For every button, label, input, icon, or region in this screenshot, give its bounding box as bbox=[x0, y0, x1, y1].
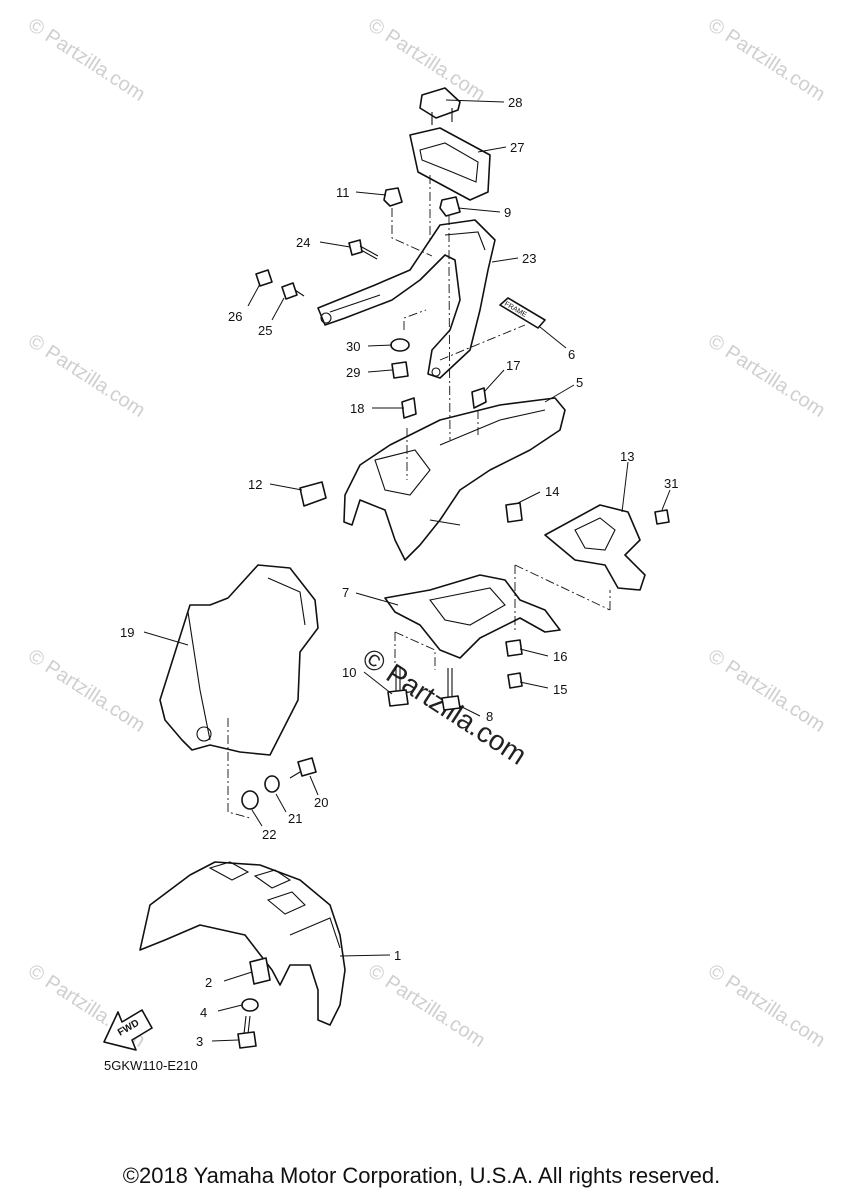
callout-2: 2 bbox=[205, 975, 212, 990]
part-11-nut bbox=[383, 187, 403, 207]
callout-13: 13 bbox=[620, 449, 634, 464]
callouts: 28 27 11 9 24 23 26 25 6 30 29 17 18 5 1… bbox=[120, 95, 678, 1049]
part-27-bracket-box bbox=[409, 127, 491, 201]
callout-7: 7 bbox=[342, 585, 349, 600]
part-21-washer bbox=[264, 775, 280, 793]
callout-5: 5 bbox=[576, 375, 583, 390]
callout-16: 16 bbox=[553, 649, 567, 664]
callout-27: 27 bbox=[510, 140, 524, 155]
callout-15: 15 bbox=[553, 682, 567, 697]
part-18-clip bbox=[401, 397, 417, 419]
part-29-nut bbox=[391, 361, 409, 379]
callout-11: 11 bbox=[336, 185, 350, 200]
part-22-collar bbox=[241, 790, 259, 810]
callout-12: 12 bbox=[248, 477, 262, 492]
part-5-rear-fender bbox=[343, 397, 566, 561]
callout-28: 28 bbox=[508, 95, 522, 110]
callout-30: 30 bbox=[346, 339, 360, 354]
leader-lines bbox=[143, 99, 671, 1042]
assembly-lines bbox=[227, 175, 611, 819]
callout-10: 10 bbox=[342, 665, 356, 680]
callout-9: 9 bbox=[504, 205, 511, 220]
part-10-bolt bbox=[387, 666, 409, 707]
part-28-bracket bbox=[419, 87, 461, 125]
part-23-grab-bar bbox=[317, 219, 496, 379]
part-13-flap bbox=[544, 504, 646, 591]
fwd-arrow-icon: FWD bbox=[103, 1009, 153, 1051]
callout-21: 21 bbox=[288, 811, 302, 826]
part-7-bracket bbox=[384, 574, 561, 659]
part-24-bolt bbox=[348, 239, 379, 260]
callout-25: 25 bbox=[258, 323, 272, 338]
part-15-bolt bbox=[507, 672, 523, 689]
callout-19: 19 bbox=[120, 625, 134, 640]
part-16-nut bbox=[505, 639, 523, 657]
part-20-bolt bbox=[289, 757, 317, 779]
callout-8: 8 bbox=[486, 709, 493, 724]
callout-20: 20 bbox=[314, 795, 328, 810]
part-30-collar bbox=[390, 338, 410, 352]
callout-18: 18 bbox=[350, 401, 364, 416]
part-3-bolt bbox=[237, 1015, 257, 1049]
copyright-notice: ©2018 Yamaha Motor Corporation, U.S.A. A… bbox=[122, 1163, 721, 1188]
callout-3: 3 bbox=[196, 1034, 203, 1049]
part-9-nut bbox=[439, 196, 461, 217]
part-12-grommet bbox=[299, 481, 327, 507]
callout-1: 1 bbox=[394, 948, 401, 963]
callout-17: 17 bbox=[506, 358, 520, 373]
callout-22: 22 bbox=[262, 827, 276, 842]
part-19-inner-fender bbox=[159, 564, 319, 756]
part-26-cap bbox=[255, 269, 273, 287]
callout-24: 24 bbox=[296, 235, 310, 250]
callout-14: 14 bbox=[545, 484, 559, 499]
part-8-bolt bbox=[441, 668, 461, 711]
callout-4: 4 bbox=[200, 1005, 207, 1020]
callout-23: 23 bbox=[522, 251, 536, 266]
part-25-screw bbox=[281, 282, 305, 300]
drawing-code: 5GKW110-E210 bbox=[104, 1058, 198, 1073]
callout-29: 29 bbox=[346, 365, 360, 380]
part-14-damper bbox=[505, 502, 523, 523]
part-6-decal: FRAME bbox=[499, 297, 546, 329]
callout-6: 6 bbox=[568, 347, 575, 362]
part-2-collar bbox=[249, 957, 271, 985]
callout-26: 26 bbox=[228, 309, 242, 324]
part-1-front-fender bbox=[139, 861, 346, 1026]
part-31-pad bbox=[654, 509, 670, 525]
callout-31: 31 bbox=[664, 476, 678, 491]
part-17-clip bbox=[471, 387, 487, 409]
part-4-washer bbox=[241, 998, 259, 1012]
